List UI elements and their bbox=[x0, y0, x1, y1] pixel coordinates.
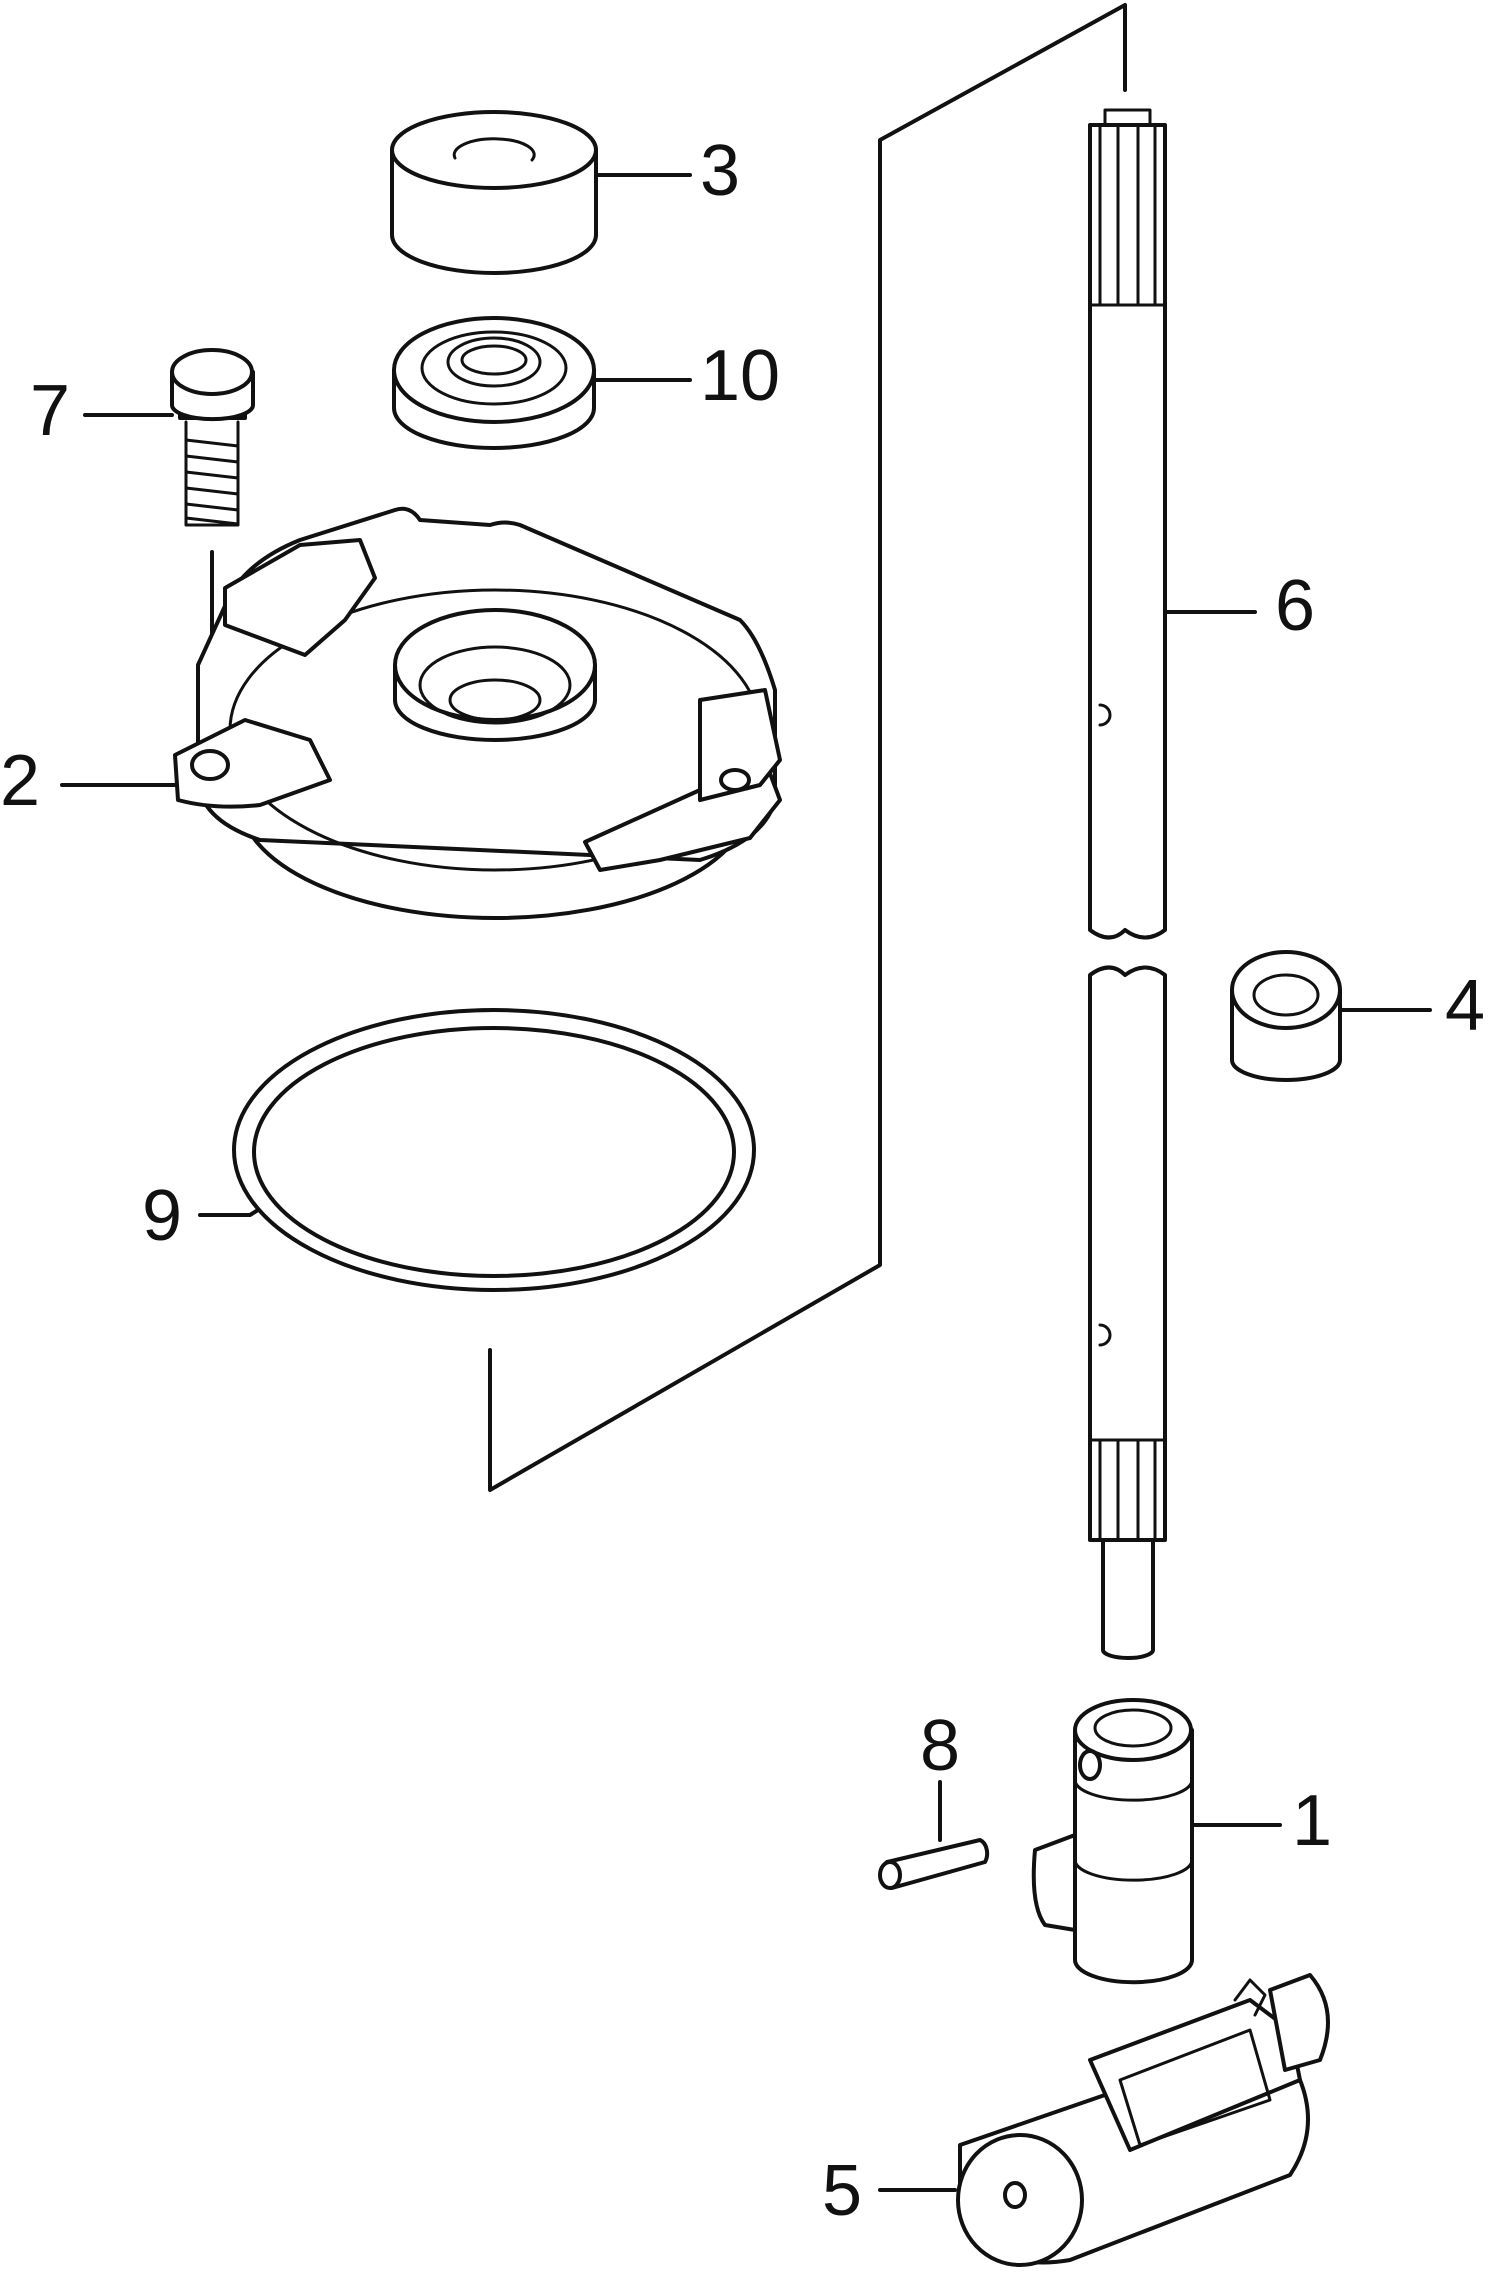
leader-lines bbox=[60, 173, 1432, 2192]
part-1-coupling bbox=[1031, 1698, 1194, 1985]
callout-10: 10 bbox=[700, 336, 780, 416]
callout-5: 5 bbox=[822, 2151, 862, 2231]
part-4-bushing bbox=[1230, 950, 1342, 1082]
callout-7: 7 bbox=[30, 371, 70, 451]
part-2-pump-housing bbox=[173, 506, 782, 920]
callout-1: 1 bbox=[1292, 1781, 1332, 1861]
part-5-yoke bbox=[956, 1973, 1330, 2267]
part-10-oil-seal bbox=[392, 316, 596, 450]
part-8-pin bbox=[878, 1780, 990, 1890]
assembly-bracket-line bbox=[488, 3, 1127, 1492]
part-9-o-ring bbox=[232, 1008, 756, 1292]
callout-8: 8 bbox=[920, 1706, 960, 1786]
callout-6: 6 bbox=[1275, 566, 1315, 646]
part-6-shaft bbox=[1088, 108, 1167, 1660]
part-3-bushing bbox=[390, 110, 598, 275]
callout-3: 3 bbox=[700, 131, 740, 211]
callout-2: 2 bbox=[0, 741, 40, 821]
callout-4: 4 bbox=[1445, 966, 1485, 1046]
callout-9: 9 bbox=[142, 1176, 182, 1256]
part-7-bolt bbox=[170, 348, 255, 742]
